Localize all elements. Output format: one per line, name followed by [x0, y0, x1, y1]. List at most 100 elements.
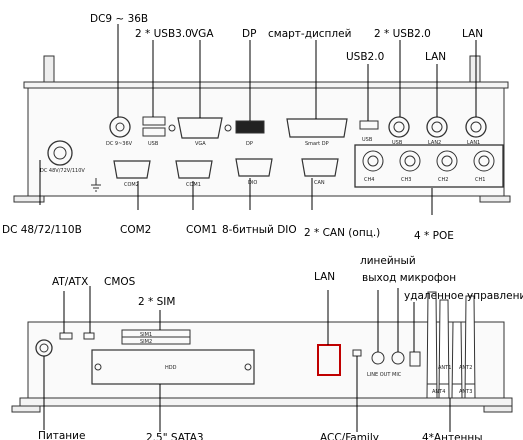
com2-port	[113, 160, 151, 179]
label-acc: ACC/Family	[320, 432, 379, 440]
label-com1: COM1	[186, 224, 218, 236]
panel-text-sim2: SIM2	[140, 339, 152, 345]
label-dc-high: DC 48/72/110В	[2, 224, 82, 236]
dc-high-connector	[47, 140, 73, 166]
antenna-ant4	[426, 291, 438, 399]
vga-screw-right	[224, 124, 232, 132]
can-port	[301, 158, 339, 177]
dp-port	[235, 120, 265, 134]
panel-text-ant3: ANT3	[459, 389, 472, 395]
label-can: 2 * CAN (опц.)	[304, 227, 381, 239]
usb30-port-top	[142, 116, 166, 126]
label-lan-middle: LAN	[425, 51, 447, 63]
dc-in-connector	[109, 116, 131, 138]
label-com2: COM2	[120, 224, 152, 236]
com1-port	[175, 160, 213, 179]
hdd-screw-right	[244, 363, 252, 371]
panel-text-ch2: CH2	[438, 177, 448, 183]
front-chassis	[27, 87, 505, 197]
poe-block	[354, 144, 504, 188]
label-dc-in: DC9 ~ 36В	[90, 13, 149, 25]
usb20-m12-connector	[388, 116, 410, 138]
front-panel-text: DC 48V/72V/110V DC 9~36V USB VGA DP Smar…	[40, 137, 485, 188]
panel-text-smart-dp: Smart DP	[305, 141, 329, 147]
rear-panel-text: SIM1 SIM2 HDD LINE OUT MIC ANT1 ANT2 ANT…	[140, 332, 472, 395]
label-usb20-double: 2 * USB2.0	[374, 28, 431, 40]
vga-screw-left	[168, 124, 176, 132]
label-mic: выход микрофон	[362, 272, 457, 284]
panel-text-ant1: ANT1	[438, 365, 451, 371]
panel-text-ch4: CH4	[364, 177, 374, 183]
label-poe: 4 * POE	[414, 230, 454, 242]
poe-ch4	[362, 150, 384, 172]
antennas	[426, 291, 476, 399]
dc-high-connector-inner	[53, 146, 67, 160]
poe-ch2	[436, 150, 458, 172]
panel-text-sim1: SIM1	[140, 332, 152, 338]
poe-ch2-inner	[441, 155, 453, 167]
panel-text-dc-in: DC 9~36V	[106, 141, 133, 147]
label-line: линейный	[360, 255, 416, 267]
label-usb30: 2 * USB3.0	[135, 28, 192, 40]
label-dp: DP	[242, 28, 257, 40]
remote-terminal	[409, 351, 421, 367]
lan1-inner	[470, 121, 482, 133]
panel-text-hdd: HDD	[165, 365, 177, 371]
poe-ch3-inner	[404, 155, 416, 167]
panel-text-dp: DP	[246, 141, 253, 147]
rear-chassis	[27, 321, 505, 399]
front-leader-lines	[39, 24, 477, 215]
label-smart-display: смарт-дисплей	[268, 28, 352, 40]
poe-ch3	[399, 150, 421, 172]
rear-panel	[11, 321, 513, 413]
panel-text-can: CAN	[314, 180, 325, 186]
label-sata: 2.5" SATA3	[146, 432, 204, 440]
vga-port	[177, 117, 223, 139]
label-usb20: USB2.0	[346, 51, 385, 63]
dc-in-connector-inner	[115, 122, 125, 132]
rear-bottom-rail	[19, 397, 513, 407]
smart-dp-port	[286, 118, 348, 138]
label-at-atx: AT/ATX	[52, 276, 89, 288]
label-remote: удаленное управление	[404, 290, 523, 302]
front-panel	[13, 55, 511, 203]
lan2-inner	[431, 121, 443, 133]
panel-text-ant4: ANT4	[432, 389, 445, 395]
panel-text-ch3: CH3	[401, 177, 411, 183]
panel-text-usb30: USB	[148, 141, 159, 147]
hdd-screw-left	[94, 363, 102, 371]
panel-text-usb-m12: USB	[392, 140, 403, 146]
panel-text-dio: DIO	[248, 180, 257, 186]
panel-text-usb20: USB	[362, 137, 373, 143]
panel-text-ant2: ANT2	[459, 365, 472, 371]
panel-text-vga: VGA	[195, 141, 206, 147]
poe-ch4-inner	[367, 155, 379, 167]
usb30-port-bottom	[142, 127, 166, 137]
antenna-ant2	[451, 321, 463, 399]
usb20-m12-inner	[393, 121, 405, 133]
at-atx-switch	[59, 332, 73, 340]
panel-text-ch1: CH1	[475, 177, 485, 183]
front-right-stub	[469, 55, 481, 83]
lan-led-block	[317, 344, 341, 376]
label-sim: 2 * SIM	[138, 296, 176, 308]
poe-ch1-inner	[478, 155, 490, 167]
front-left-foot	[13, 195, 45, 203]
hdd-bay	[91, 349, 255, 385]
panel-text-line-out: LINE OUT	[367, 372, 391, 378]
front-left-stub	[43, 55, 55, 83]
label-power: Питание	[38, 430, 86, 440]
cmos-switch	[83, 332, 95, 340]
panel-text-dc-high: DC 48V/72V/110V	[40, 168, 85, 174]
power-button-inner	[39, 343, 49, 353]
ground-icon	[91, 178, 101, 192]
label-lan-rear: LAN	[314, 271, 336, 283]
panel-text-lan1: LAN1	[467, 140, 480, 146]
antenna-ant3	[464, 295, 476, 399]
label-antennas: 4*Антенны	[422, 432, 483, 440]
panel-text-com2: COM2	[124, 182, 139, 188]
panel-text-mic: MIC	[392, 372, 402, 378]
label-cmos: CMOS	[104, 276, 136, 288]
